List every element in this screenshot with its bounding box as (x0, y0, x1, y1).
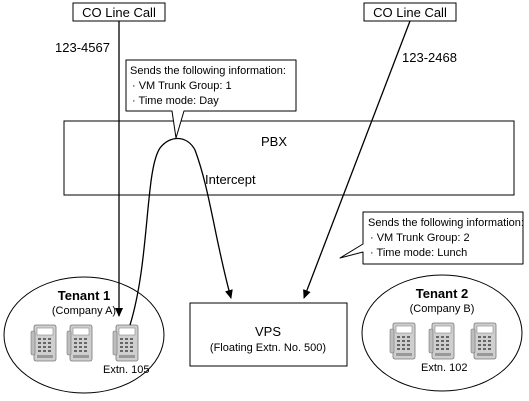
tenant2-extension: Extn. 102 (421, 362, 467, 374)
co-line-right: CO Line Call (363, 2, 457, 22)
callout-left-line2: · Time mode: Day (132, 95, 219, 107)
co-line-right-label: CO Line Call (373, 5, 447, 20)
tenant2-company: (Company B) (410, 303, 475, 315)
intercept-label: Intercept (205, 172, 256, 187)
co-line-right-number: 123-2468 (402, 50, 457, 65)
tenant2-title: Tenant 2 (416, 286, 469, 301)
tenant1-phone-3-icon (112, 324, 139, 362)
tenant2-phone-1-icon (389, 322, 416, 360)
callout-right: Sends the following information: · VM Tr… (339, 211, 524, 265)
co-line-left-label: CO Line Call (82, 5, 156, 20)
co-line-left: CO Line Call (72, 2, 166, 22)
vps-sublabel: (Floating Extn. No. 500) (210, 342, 326, 354)
tenant1-phone-2-icon (66, 324, 93, 362)
call-line-right-arrow (303, 20, 411, 299)
callout-left-title: Sends the following information: (130, 65, 286, 77)
tenant1-title: Tenant 1 (58, 288, 111, 303)
pbx-label: PBX (261, 134, 287, 149)
co-line-left-number: 123-4567 (55, 40, 110, 55)
vps-box (189, 302, 348, 367)
tenant2-phone-2-icon (428, 322, 455, 360)
callout-left: Sends the following information: · VM Tr… (125, 59, 297, 139)
tenant1-phone-1-icon (30, 324, 57, 362)
intercept-curve-arrow (129, 137, 233, 326)
tenant1-extension: Extn. 105 (103, 364, 149, 376)
callout-right-line1: · VM Trunk Group: 2 (370, 232, 470, 244)
callout-right-line2: · Time mode: Lunch (370, 247, 467, 259)
callout-right-title: Sends the following information: (368, 217, 524, 229)
tenant1-company: (Company A) (52, 305, 116, 317)
callout-left-line1: · VM Trunk Group: 1 (132, 80, 232, 92)
pbx-box (63, 120, 515, 196)
tenant2-phone-3-icon (470, 322, 497, 360)
vps-label: VPS (255, 324, 281, 339)
